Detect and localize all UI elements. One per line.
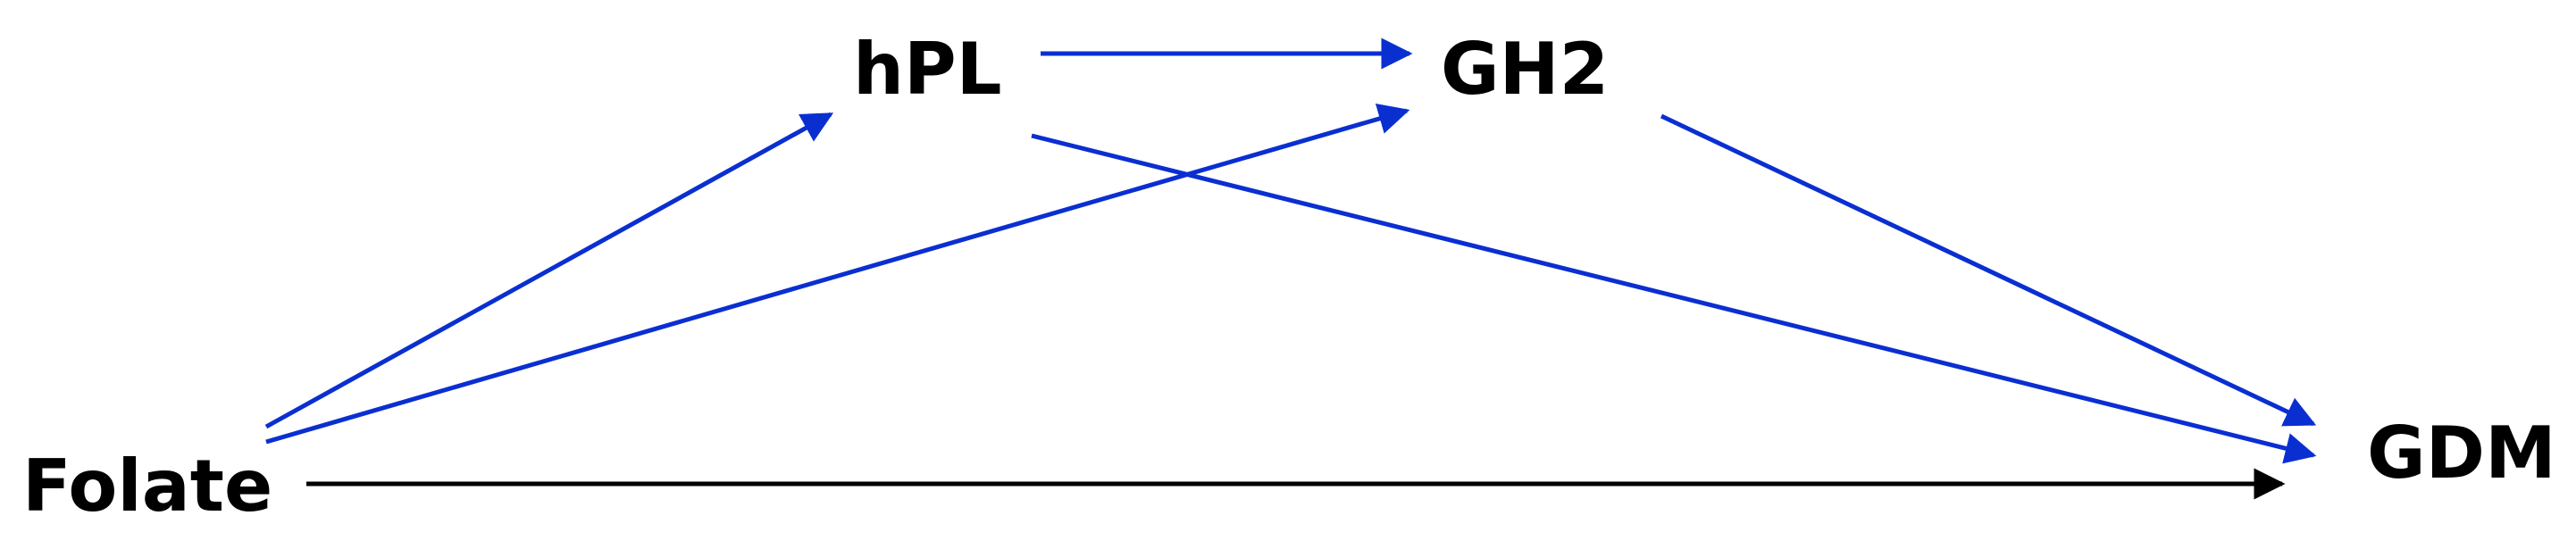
edge-gh2-to-gdm [1660,113,2317,427]
node-hpl-label: hPL [853,28,1002,111]
node-gdm-label: GDM [2367,412,2556,495]
edge-folate-to-gh2 [265,103,1410,445]
edge-hpl-to-gdm [1031,133,2317,464]
node-gh2-label: GH2 [1441,28,1609,111]
edge-folate-to-hpl [264,112,834,429]
node-folate-label: Folate [22,445,272,528]
